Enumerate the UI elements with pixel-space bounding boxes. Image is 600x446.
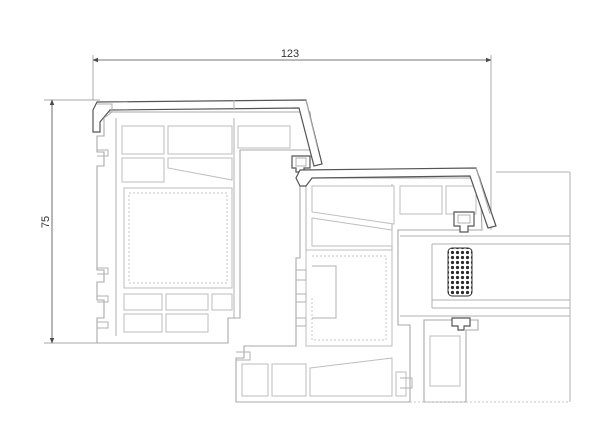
frame-chamber — [167, 125, 233, 155]
sash-hook — [296, 269, 307, 281]
glazing-gasket-outline — [453, 211, 475, 233]
sash-reinforcement-chamber — [305, 249, 393, 347]
height-dimension-label: 75 — [40, 216, 52, 228]
glazing-bead — [410, 317, 570, 403]
sash-steel-lip — [312, 265, 337, 319]
frame-chamber — [165, 313, 209, 333]
sash-cover-outline — [295, 167, 497, 229]
frame-cover-clip — [97, 103, 113, 128]
sash-chamber — [309, 357, 393, 397]
frame-reinforcement-chamber — [123, 187, 233, 289]
sash-chamber — [311, 185, 395, 225]
glazing-unit — [400, 171, 571, 402]
frame-hook — [97, 149, 109, 157]
sash-chamber — [271, 363, 307, 397]
gasket-core — [295, 157, 307, 167]
frame-chamber — [167, 157, 233, 181]
frame-chamber — [165, 293, 209, 311]
glazing-gasket-outer — [453, 211, 475, 233]
sash-chamber — [311, 217, 393, 247]
sash-steel-reinforcement — [311, 255, 387, 341]
sash-cover-inner-edge — [475, 167, 491, 215]
frame-hook — [97, 321, 109, 329]
glazing-bead-chamber — [429, 335, 461, 387]
sash-hook — [296, 317, 307, 327]
sash-chamber — [445, 185, 477, 215]
frame-chamber — [211, 293, 233, 311]
frame-chamber — [123, 313, 163, 333]
width-dimension: 123 — [92, 48, 492, 230]
height-dimension: 75 — [40, 99, 100, 344]
frame-chamber — [121, 125, 165, 155]
frame-cover-inner-edge — [305, 99, 319, 151]
sash-chamber — [241, 363, 269, 397]
sash-hook — [236, 351, 251, 361]
sash-aluminium-cover — [295, 167, 497, 229]
width-dimension-label: 123 — [281, 48, 299, 60]
sash-hook — [400, 377, 413, 389]
sash-chamber — [395, 371, 407, 397]
frame-cover-outline — [92, 99, 323, 167]
frame-chamber — [123, 293, 163, 311]
glazing-gasket-core — [457, 214, 471, 224]
sash-profile — [235, 177, 483, 403]
frame-aluminium-cover — [92, 99, 323, 167]
frame-profile — [96, 111, 315, 344]
frame-chamber — [121, 157, 165, 183]
sash-chamber — [399, 185, 443, 215]
frame-hook — [97, 295, 109, 303]
inner-gasket — [451, 317, 471, 331]
frame-chamber — [237, 125, 291, 149]
steel-reinforcement — [128, 192, 228, 284]
sash-hook — [296, 293, 307, 303]
frame-hook — [97, 267, 109, 275]
foam-insulation — [447, 247, 473, 297]
